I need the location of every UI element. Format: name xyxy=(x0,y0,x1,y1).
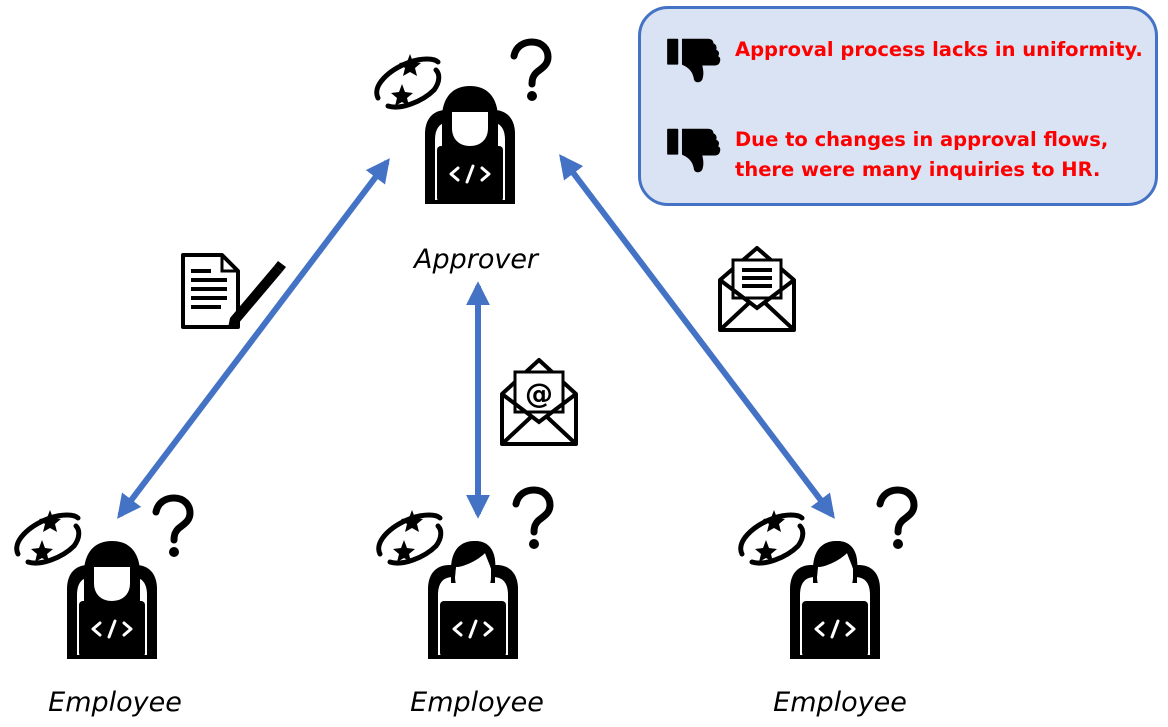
employee-right-figure xyxy=(741,490,914,661)
spinning-stars-icon xyxy=(377,54,439,107)
at-sign-envelope-icon: @ xyxy=(500,358,578,446)
approver-figure xyxy=(377,42,548,206)
employee-right-label: Employee xyxy=(773,687,907,718)
thumbs-down-icon xyxy=(667,128,721,173)
spinning-stars-icon xyxy=(17,510,79,563)
open-envelope-letter-icon xyxy=(718,246,796,332)
question-mark-icon xyxy=(880,490,914,549)
approver-label: Approver xyxy=(413,244,539,275)
question-mark-icon xyxy=(156,498,190,557)
spinning-stars-icon xyxy=(741,510,803,563)
person-with-laptop-icon xyxy=(65,541,159,661)
person-with-laptop-icon xyxy=(423,86,517,206)
thumbs-down-icon xyxy=(667,38,721,83)
callout-item-inquiries: Due to changes in approval flows, there … xyxy=(665,125,1108,185)
arrow-approver-employee-right xyxy=(559,154,835,519)
person-with-laptop-icon xyxy=(788,541,882,661)
question-mark-icon xyxy=(514,42,548,101)
callout-line: there were many inquiries to HR. xyxy=(735,158,1101,181)
employee-left-label: Employee xyxy=(48,687,182,718)
issues-callout: Approval process lacks in uniformity. Du… xyxy=(638,6,1158,206)
callout-line: Due to changes in approval flows, xyxy=(735,128,1109,151)
person-with-laptop-icon xyxy=(426,541,520,661)
document-with-pen-icon xyxy=(181,253,286,329)
question-mark-icon xyxy=(516,490,550,549)
employee-center-figure xyxy=(379,490,550,661)
employee-left-figure xyxy=(17,498,190,661)
callout-text-inquiries: Due to changes in approval flows, there … xyxy=(735,125,1108,185)
callout-line: Approval process lacks in uniformity. xyxy=(735,38,1143,61)
callout-item-uniformity: Approval process lacks in uniformity. xyxy=(665,35,1143,85)
svg-text:@: @ xyxy=(525,377,553,410)
spinning-stars-icon xyxy=(379,510,441,563)
arrow-approver-employee-left xyxy=(117,158,390,519)
callout-text-uniformity: Approval process lacks in uniformity. xyxy=(735,35,1143,65)
employee-center-label: Employee xyxy=(410,687,544,718)
